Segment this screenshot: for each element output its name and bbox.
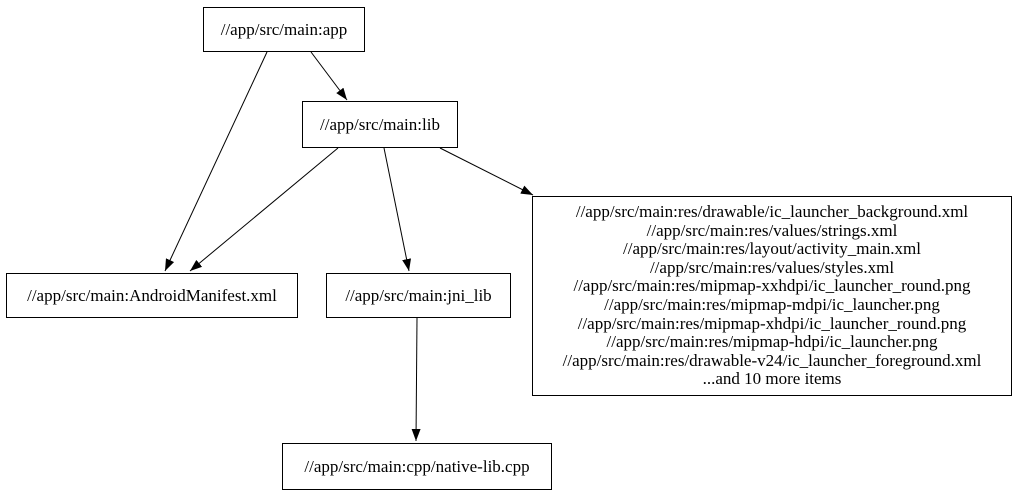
res-item: //app/src/main:res/drawable/ic_launcher_…	[575, 202, 969, 222]
res-item: //app/src/main:res/values/strings.xml	[646, 220, 898, 240]
edge-lib-to-res-group	[439, 147, 534, 196]
node-android-manifest: //app/src/main:AndroidManifest.xml	[6, 273, 298, 318]
node-lib: //app/src/main:lib	[302, 101, 458, 148]
res-item: //app/src/main:res/mipmap-xhdpi/ic_launc…	[577, 313, 967, 333]
res-item: //app/src/main:res/drawable-v24/ic_launc…	[562, 350, 982, 370]
node-jni-lib-label: //app/src/main:jni_lib	[345, 286, 492, 305]
node-app-label: //app/src/main:app	[220, 20, 348, 39]
node-app: //app/src/main:app	[203, 7, 365, 52]
edge-app-to-manifest	[164, 51, 268, 272]
res-item: //app/src/main:res/values/styles.xml	[649, 257, 895, 277]
res-item: //app/src/main:res/mipmap-hdpi/ic_launch…	[606, 332, 938, 352]
edge-lib-to-manifest	[189, 147, 339, 272]
node-android-manifest-label: //app/src/main:AndroidManifest.xml	[27, 286, 277, 305]
node-jni-lib: //app/src/main:jni_lib	[326, 273, 511, 318]
node-native-lib-cpp: //app/src/main:cpp/native-lib.cpp	[282, 443, 552, 490]
edge-jni-lib-to-native-lib	[411, 317, 421, 442]
edge-app-to-lib	[310, 51, 348, 101]
node-res-group: //app/src/main:res/drawable/ic_launcher_…	[532, 196, 1012, 396]
node-native-lib-cpp-label: //app/src/main:cpp/native-lib.cpp	[304, 457, 530, 476]
res-item: //app/src/main:res/mipmap-xxhdpi/ic_laun…	[573, 276, 971, 296]
res-item: //app/src/main:res/mipmap-mdpi/ic_launch…	[604, 295, 940, 314]
res-item: //app/src/main:res/layout/activity_main.…	[623, 239, 921, 259]
node-lib-label: //app/src/main:lib	[320, 115, 440, 134]
res-more-items: ...and 10 more items	[702, 369, 842, 389]
edge-lib-to-jni-lib	[383, 147, 412, 272]
